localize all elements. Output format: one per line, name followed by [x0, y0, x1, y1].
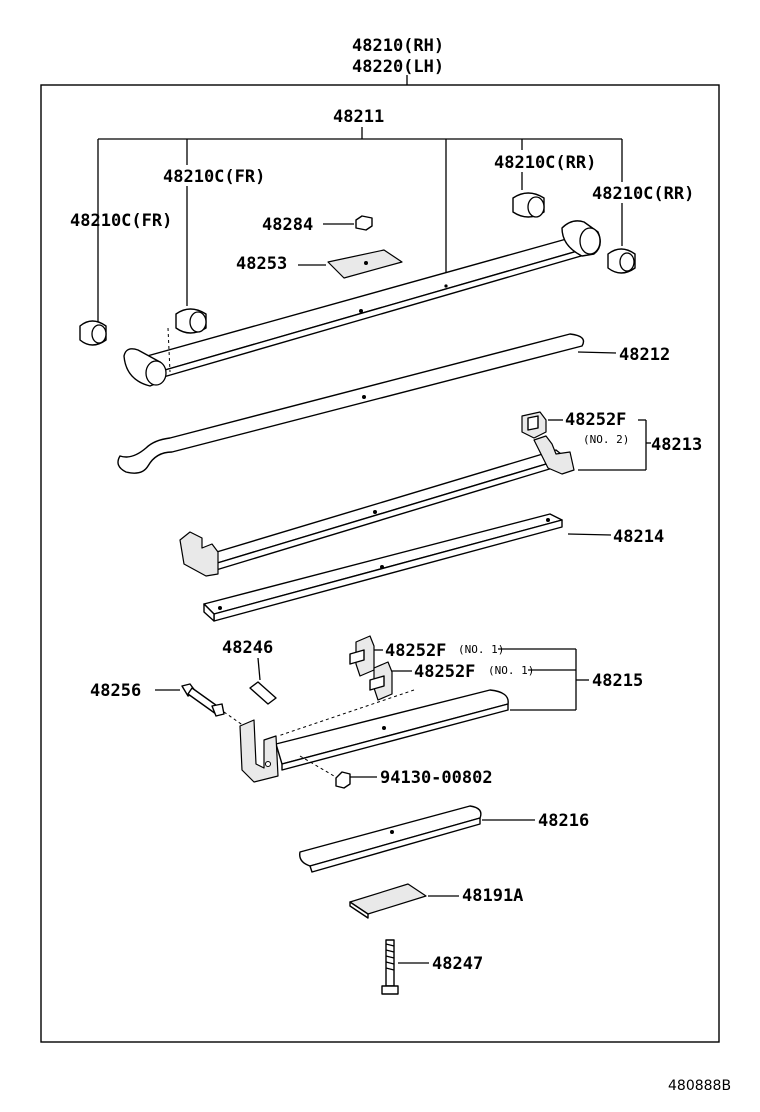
leaf-no4[interactable] — [203, 513, 563, 622]
dash-bush-fr — [167, 327, 171, 373]
nut-bottom[interactable] — [335, 771, 351, 789]
label-plate-top[interactable]: 48253 — [236, 254, 287, 274]
leaf-no1[interactable] — [123, 220, 601, 387]
label-leaf-no3[interactable]: 48213 — [651, 435, 702, 455]
leader-leaf-no3 — [578, 419, 651, 471]
bushing-rr-outer[interactable] — [607, 248, 636, 274]
label-clip-no1-lower-note[interactable]: (NO. 1) — [488, 664, 534, 677]
bushing-fr-inner[interactable] — [175, 308, 207, 334]
label-clip-no2[interactable]: 48252F — [565, 410, 626, 430]
bushing-fr-outer[interactable] — [79, 320, 107, 346]
label-assy-lh[interactable]: 48220(LH) — [352, 57, 444, 77]
clip-no1-lower[interactable] — [369, 661, 393, 701]
label-bush-rr-upper[interactable]: 48210C(RR) — [494, 153, 596, 173]
spacer[interactable] — [349, 883, 427, 919]
dash-bolt — [223, 711, 245, 727]
label-clip-no1-lower[interactable]: 48252F — [414, 662, 475, 682]
label-spacer[interactable]: 48191A — [462, 886, 523, 906]
label-clip-no2-note[interactable]: (NO. 2) — [583, 433, 629, 446]
leader-leaf-no4 — [567, 533, 612, 536]
leader-leaf-no1 — [97, 127, 623, 322]
label-pin[interactable]: 48246 — [222, 638, 273, 658]
label-bolt[interactable]: 48256 — [90, 681, 141, 701]
label-leaf-no1[interactable]: 48211 — [333, 107, 384, 127]
label-assy-rh[interactable]: 48210(RH) — [352, 36, 444, 56]
leaf-no3[interactable] — [179, 435, 575, 577]
label-bush-rr-lower[interactable]: 48210C(RR) — [592, 184, 694, 204]
leader-leaf-no2 — [577, 351, 617, 354]
label-bush-fr-upper[interactable]: 48210C(FR) — [163, 167, 265, 187]
leader-leaf-no5 — [498, 648, 589, 711]
plate-top[interactable] — [327, 249, 403, 279]
label-nut-top[interactable]: 48284 — [262, 215, 313, 235]
bushing-rr-inner[interactable] — [512, 192, 545, 218]
dash-nut — [299, 755, 335, 777]
center-bolt[interactable] — [381, 939, 399, 995]
label-leaf-no6[interactable]: 48216 — [538, 811, 589, 831]
leader-pin — [257, 657, 261, 681]
leaf-no5[interactable] — [239, 689, 509, 783]
leaf-no6[interactable] — [299, 805, 482, 873]
leaf-no2[interactable] — [117, 333, 585, 474]
nut-top[interactable] — [355, 215, 373, 231]
diagram-frame — [40, 84, 720, 1043]
label-nut-bottom[interactable]: 94130-00802 — [380, 768, 493, 788]
label-bush-fr-lower[interactable]: 48210C(FR) — [70, 211, 172, 231]
bolt[interactable] — [181, 683, 225, 717]
label-leaf-no2[interactable]: 48212 — [619, 345, 670, 365]
pin[interactable] — [249, 681, 277, 705]
label-leaf-no5[interactable]: 48215 — [592, 671, 643, 691]
clip-no1-upper[interactable] — [349, 635, 375, 677]
clip-no2[interactable] — [521, 411, 547, 439]
diagram-code: 480888B — [668, 1078, 731, 1094]
label-leaf-no4[interactable]: 48214 — [613, 527, 664, 547]
label-center-bolt[interactable]: 48247 — [432, 954, 483, 974]
label-clip-no1-upper[interactable]: 48252F — [385, 641, 446, 661]
label-clip-no1-upper-note[interactable]: (NO. 1) — [458, 643, 504, 656]
